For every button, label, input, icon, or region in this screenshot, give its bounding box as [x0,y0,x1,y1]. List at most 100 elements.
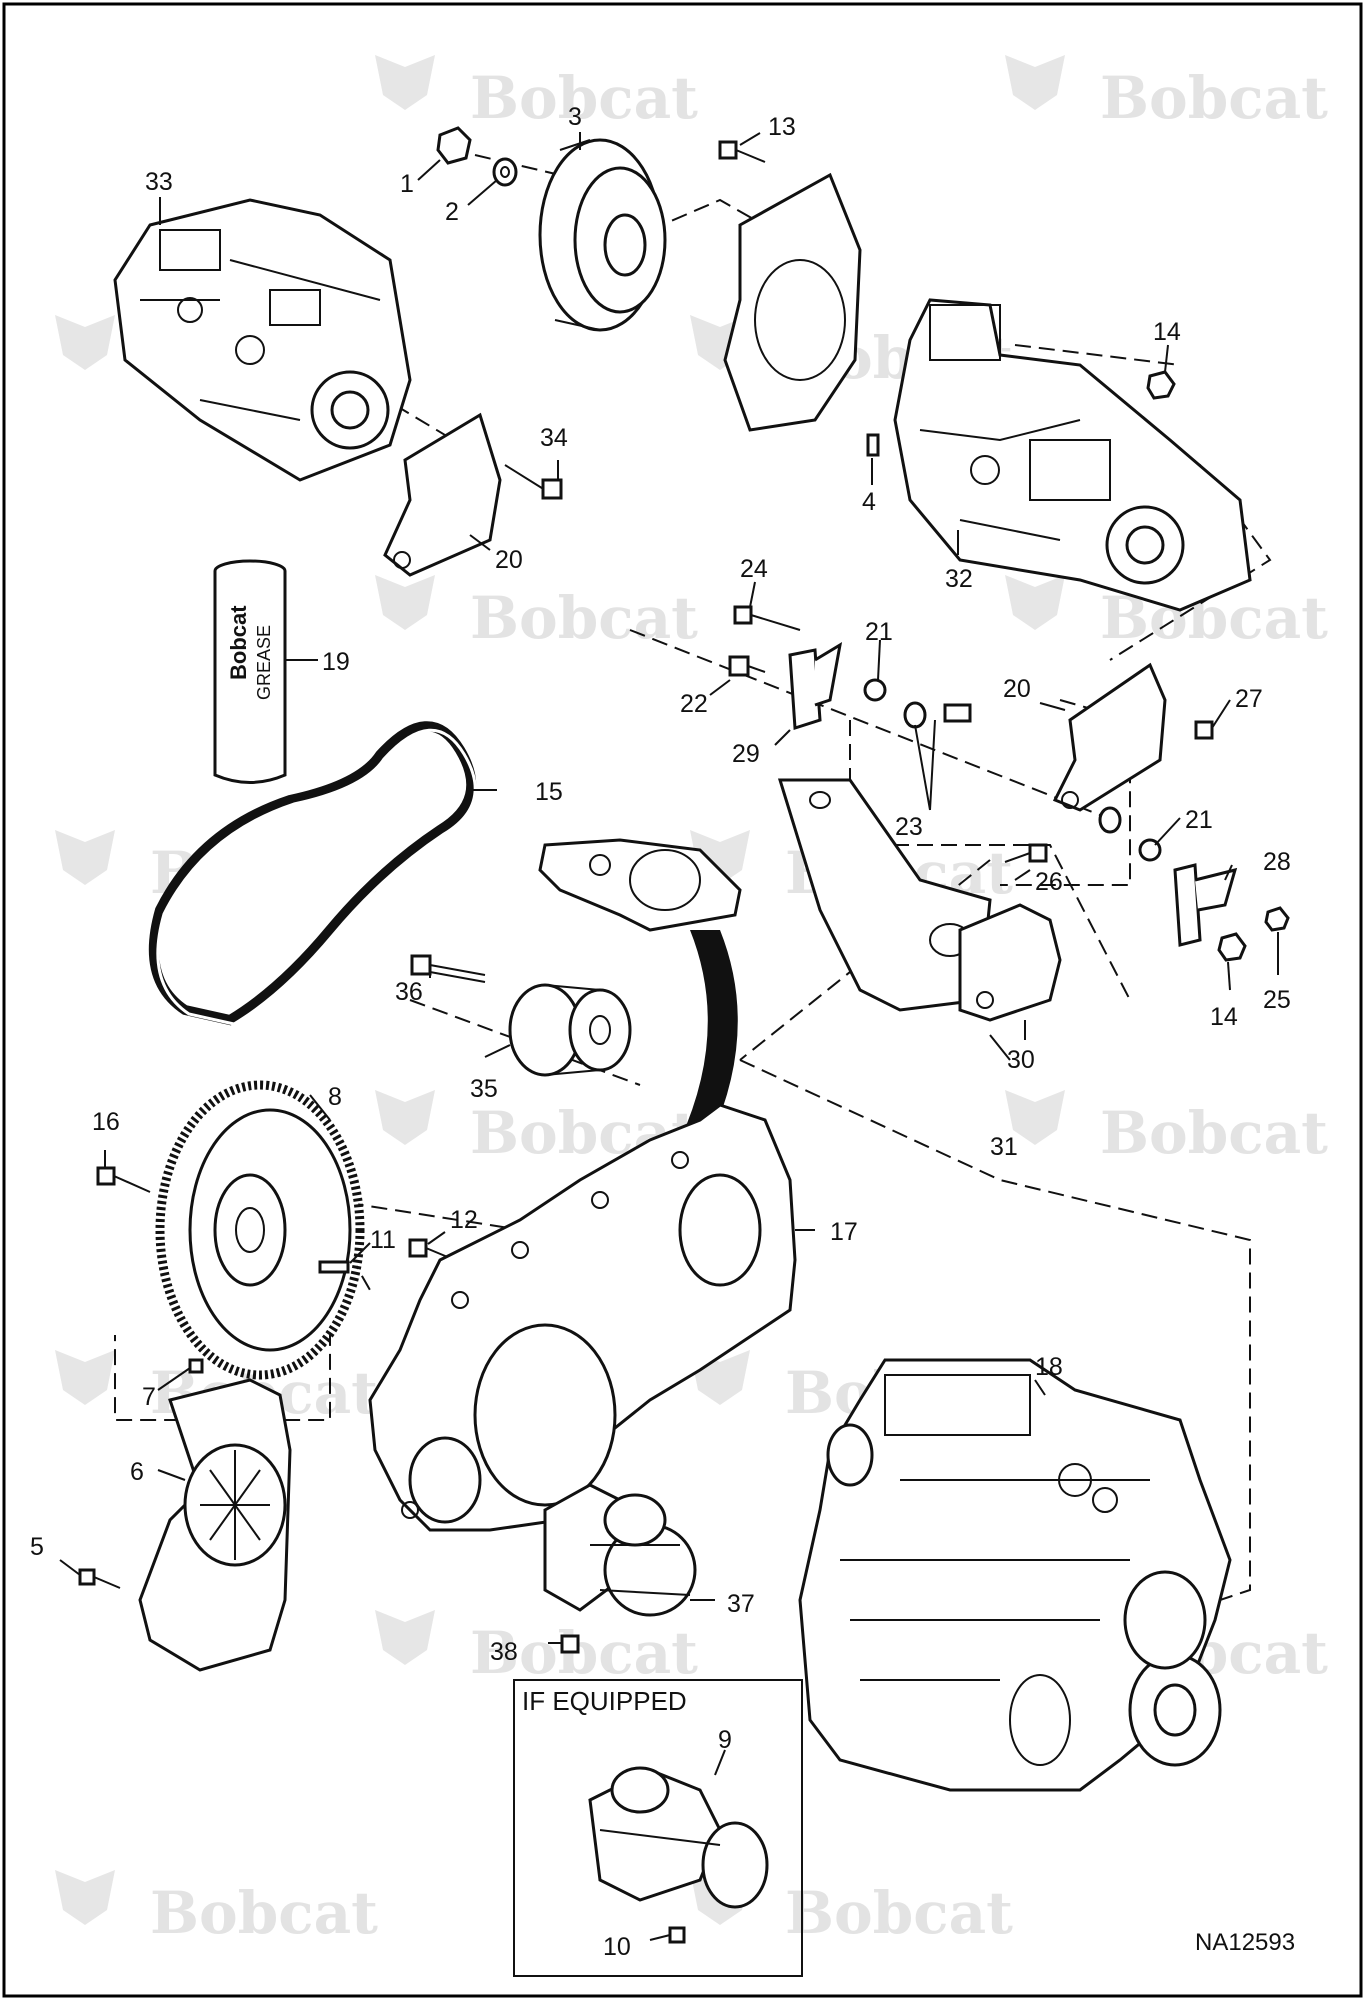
part-14-nut-lower [1217,932,1247,962]
part-32-hydrostatic-pump [893,298,1252,612]
watermark-logo: Bobcat [55,1870,378,1947]
part-28-bracket [1173,863,1238,947]
part-27-bolt [1194,720,1214,740]
callout-9: 9 [718,1726,732,1754]
if-equipped-panel: IF EQUIPPED [513,1679,803,1977]
callout-14-upper: 14 [1153,318,1181,346]
if-equipped-label: IF EQUIPPED [522,1686,687,1716]
part-13-bolt [718,140,766,163]
callout-21-lower: 21 [1185,806,1213,834]
callout-26: 26 [1035,868,1063,896]
part-timing-cover-inset [538,838,742,1140]
part-22-bolt [728,655,766,677]
callout-8: 8 [328,1083,342,1111]
callout-3: 3 [568,103,582,131]
if-equipped-border [513,1679,803,1977]
callout-33: 33 [145,168,173,196]
part-11-dowel [318,1260,350,1274]
callout-35: 35 [470,1075,498,1103]
drawing-id: NA12593 [1195,1929,1295,1956]
callout-25: 25 [1263,986,1291,1014]
watermark-text: Bobcat [785,1879,1013,1947]
watermark-logo: Bobcat [375,55,698,132]
part-15-drive-belt [148,721,477,1026]
callout-34: 34 [540,424,568,452]
callout-7: 7 [142,1383,156,1411]
watermark-text: Bobcat [470,1619,698,1687]
part-1-nut [436,126,472,165]
callout-2: 2 [445,198,459,226]
callout-18: 18 [1035,1353,1063,1381]
part-24-bolt [733,605,801,631]
part-20-bracket-left [383,412,502,577]
part-6-flywheel-shroud [138,1378,292,1672]
part-30-bracket [958,903,1062,1022]
part-35-belt-tensioner [508,983,632,1077]
callout-30: 30 [1007,1046,1035,1074]
grease-product-label: GREASE [254,625,274,700]
watermark-logo: Bobcat [375,575,698,652]
leader-lines [59,132,1279,1941]
callout-12: 12 [450,1206,478,1234]
callout-27: 27 [1235,685,1263,713]
callout-28: 28 [1263,848,1291,876]
part-5-bolt [78,1568,121,1589]
part-7-bolt [188,1358,204,1374]
callout-1: 1 [400,170,414,198]
part-mounting-plate [723,172,862,432]
part-23-bushings [903,701,1122,834]
part-20-bracket-right [1052,662,1167,812]
watermark-text: Bobcat [470,584,698,652]
part-34-bolt [504,464,563,500]
callout-11: 11 [370,1226,396,1254]
part-17-flywheel-housing [368,1103,797,1532]
watermark-logo: Bobcat [1005,1090,1328,1167]
part-26-bolt [1004,843,1048,863]
watermark-text: Bobcat [1100,1099,1328,1167]
callout-36: 36 [395,978,423,1006]
callout-24: 24 [740,555,768,583]
callout-10: 10 [603,1933,631,1961]
part-25-nut [1264,906,1290,932]
callout-14-lower: 14 [1210,1003,1238,1031]
part-3-pulley [538,138,667,332]
watermark-text: Bobcat [1100,64,1328,132]
callout-19: 19 [322,648,350,676]
part-14-nut-upper [1146,370,1176,400]
part-33-hydrostatic-pump [113,198,412,482]
part-16-bolt [96,1166,151,1193]
callout-6: 6 [130,1458,144,1486]
part-19-grease-tube: Bobcat GREASE [213,559,287,784]
watermark-text: Bobcat [150,1879,378,1947]
callout-29: 29 [732,740,760,768]
callout-5: 5 [30,1533,44,1561]
callout-21-upper: 21 [865,618,893,646]
callout-37: 37 [727,1590,755,1618]
callout-17: 17 [830,1218,858,1246]
callout-38: 38 [490,1638,518,1666]
watermark-logo: Bobcat [1005,55,1328,132]
part-21-washer-upper [863,678,887,702]
part-10-bolt [668,1926,686,1944]
part-36-bolt [410,954,486,983]
callout-labels: 33 1 2 3 13 14 4 34 20 32 19 24 22 21 20… [30,103,1291,1961]
watermark-text: Bobcat [470,64,698,132]
callout-20-right: 20 [1003,675,1031,703]
part-2-washer [492,157,518,187]
part-8-flywheel [155,1080,365,1380]
watermark-logo: Bobcat [375,1610,698,1687]
inset-pointer-arrow [680,930,738,1140]
callout-32: 32 [945,565,973,593]
callout-20-left: 20 [495,546,523,574]
part-29-bracket [788,642,843,731]
part-18-engine [798,1358,1232,1792]
grease-brand-label: Bobcat [226,605,251,680]
part-38-bolt [560,1634,580,1654]
callout-22: 22 [680,690,708,718]
callout-16: 16 [92,1108,120,1136]
part-9-alt-starter [588,1766,769,1909]
part-37-starter-motor [543,1483,697,1617]
